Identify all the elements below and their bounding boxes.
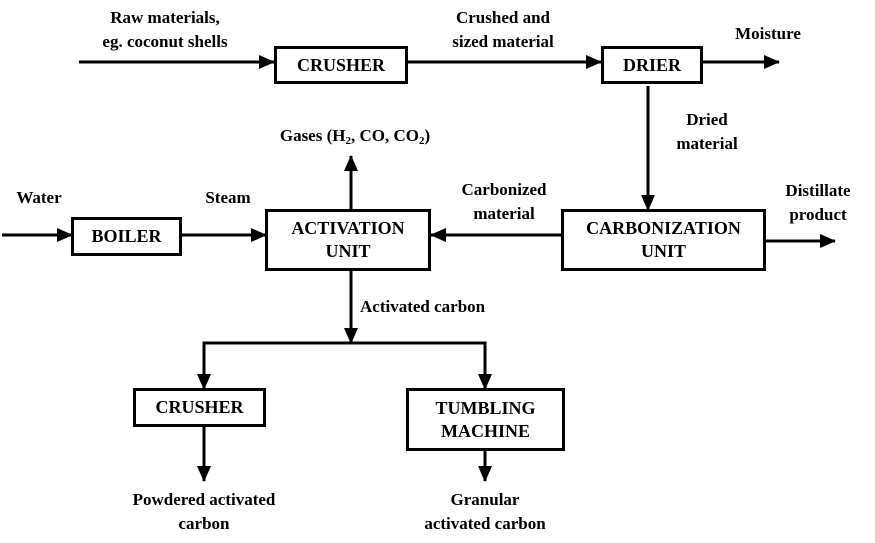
- water-label: Water: [16, 188, 62, 207]
- carbonization-line1: CARBONIZATION: [586, 218, 741, 238]
- gases-label: Gases (H2, CO, CO2): [279, 126, 431, 147]
- dried-material-label: Dried material: [676, 110, 738, 153]
- crushed-sized-label: Crushed and sized material: [452, 8, 554, 51]
- carbonized-material-label: Carbonized material: [461, 180, 547, 223]
- boiler-box: BOILER: [71, 217, 182, 256]
- powdered-activated-carbon-label: Powdered activated carbon: [132, 490, 276, 533]
- activation-unit-box: ACTIVATION UNIT: [265, 209, 431, 271]
- raw-materials-label: Raw materials, eg. coconut shells: [102, 8, 228, 51]
- crusher-bottom-box: CRUSHER: [133, 388, 266, 427]
- tumbling-line2: MACHINE: [441, 420, 530, 441]
- activation-line2: UNIT: [325, 241, 371, 261]
- crusher-top-box: CRUSHER: [274, 46, 408, 84]
- drier-box: DRIER: [601, 46, 703, 84]
- activated-carbon-label: Activated carbon: [360, 297, 486, 316]
- tumbling-machine-box: TUMBLING MACHINE: [406, 388, 565, 451]
- tumbling-line1: TUMBLING: [435, 397, 536, 418]
- carbonization-line2: UNIT: [640, 241, 686, 261]
- activation-line1: ACTIVATION: [291, 218, 405, 238]
- split-line: [202, 341, 487, 388]
- crusher-top-label: CRUSHER: [296, 54, 385, 75]
- distillate-product-label: Distillate product: [785, 181, 851, 224]
- carbonization-unit-box: CARBONIZATION UNIT: [561, 209, 766, 271]
- boiler-label: BOILER: [91, 226, 162, 246]
- drier-label: DRIER: [622, 54, 681, 75]
- crusher-bottom-label: CRUSHER: [155, 397, 244, 417]
- steam-label: Steam: [205, 188, 251, 207]
- granular-activated-carbon-label: Granular activated carbon: [424, 490, 546, 533]
- moisture-label: Moisture: [735, 24, 801, 43]
